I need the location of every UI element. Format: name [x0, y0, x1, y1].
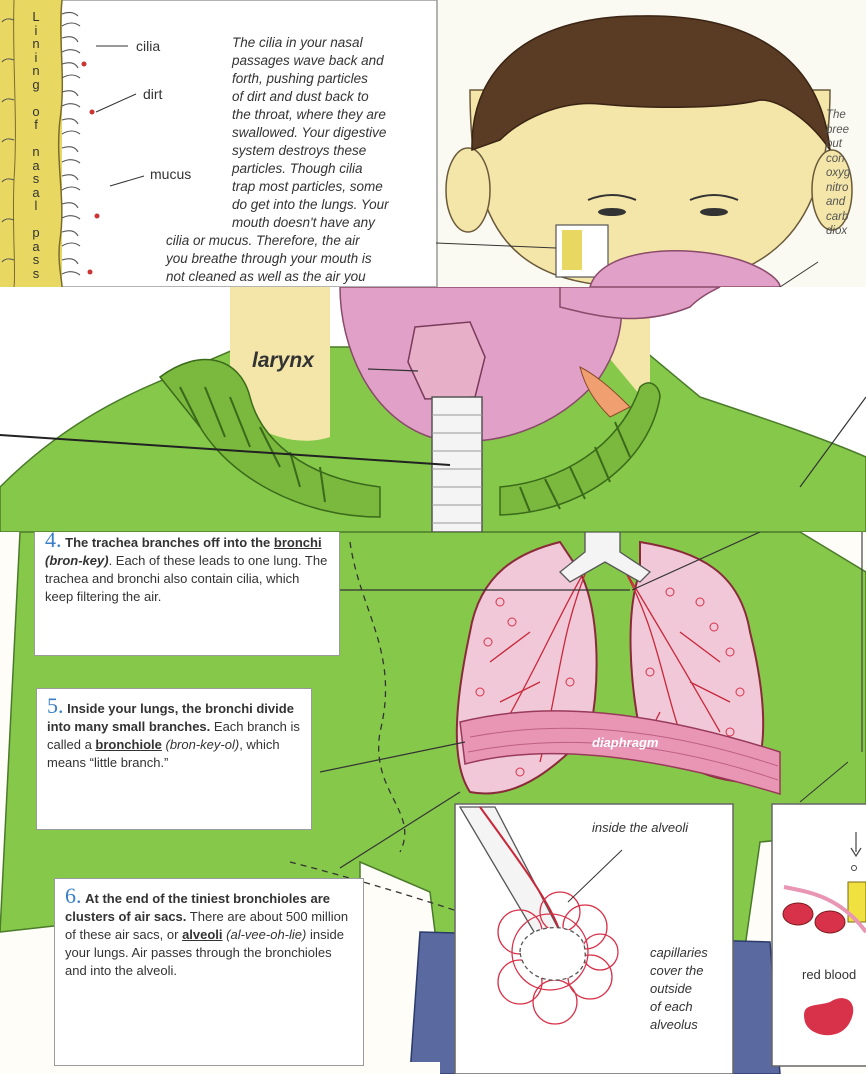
- para-line: The cilia in your nasal: [232, 34, 432, 52]
- para-line: cilia or mucus. Therefore, the air: [166, 232, 436, 250]
- partial-line: oxyg: [826, 166, 866, 181]
- step-6-pron: (al-vee-oh-lie): [226, 927, 306, 942]
- step-4-number: 4.: [45, 532, 62, 552]
- vertical-letter: s: [28, 172, 44, 186]
- diaphragm-label: diaphragm: [592, 735, 658, 750]
- step-4-pron: (bron-key): [45, 553, 109, 568]
- partial-line: bree: [826, 123, 866, 138]
- capillaries-line: of each: [650, 998, 708, 1016]
- partial-line: out: [826, 137, 866, 152]
- partial-line: carb: [826, 210, 866, 225]
- vertical-letter: f: [28, 118, 44, 132]
- para-line: trap most particles, some: [232, 178, 432, 196]
- step-5-pron: (bron-key-ol): [166, 737, 240, 752]
- partial-line: diox: [826, 224, 866, 239]
- para-line: you breathe through your mouth is: [166, 250, 436, 268]
- para-line: passages wave back and: [232, 52, 432, 70]
- vertical-letter: s: [28, 253, 44, 267]
- vertical-letter: l: [28, 199, 44, 213]
- vertical-letter: a: [28, 186, 44, 200]
- red-blood-label: red blood: [802, 967, 856, 982]
- partial-line: and: [826, 195, 866, 210]
- capillaries-line: cover the: [650, 962, 708, 980]
- para-line: swallowed. Your digestive: [232, 124, 432, 142]
- step-6-box: 6. At the end of the tiniest bronchioles…: [54, 878, 364, 1066]
- vertical-letter: n: [28, 37, 44, 51]
- cilia-paragraph-bottom: cilia or mucus. Therefore, the air you b…: [166, 232, 436, 286]
- vertical-letter: g: [28, 78, 44, 92]
- vertical-letter: o: [28, 105, 44, 119]
- vertical-letter: a: [28, 159, 44, 173]
- partial-line: The: [826, 108, 866, 123]
- step-4-lead: The trachea branches off into the: [65, 535, 274, 550]
- para-line: of dirt and dust back to: [232, 88, 432, 106]
- inside-alveoli-label: inside the alveoli: [592, 820, 688, 835]
- vertical-letter: i: [28, 24, 44, 38]
- vertical-letter: [28, 213, 44, 227]
- step-6-term: alveoli: [182, 927, 222, 942]
- para-line: mouth doesn't have any: [232, 214, 432, 232]
- mucus-label: mucus: [150, 166, 191, 182]
- capillaries-line: alveolus: [650, 1016, 708, 1034]
- para-line: system destroys these: [232, 142, 432, 160]
- vertical-letter: i: [28, 51, 44, 65]
- right-partial-caption: The bree out con oxyg nitro and carb dio…: [826, 108, 866, 239]
- vertical-letter: p: [28, 226, 44, 240]
- partial-line: con: [826, 152, 866, 167]
- vertical-letter: a: [28, 240, 44, 254]
- throat-panel: larynx: [0, 287, 866, 532]
- para-line: forth, pushing particles: [232, 70, 432, 88]
- step-6-number: 6.: [65, 883, 82, 908]
- left-eye: [598, 208, 626, 216]
- vertical-letter: s: [28, 267, 44, 281]
- throat-illustration: [0, 287, 866, 532]
- ear: [446, 148, 490, 232]
- vertical-letter: [28, 132, 44, 146]
- para-line: do get into the lungs. Your: [232, 196, 432, 214]
- para-line: particles. Though cilia: [232, 160, 432, 178]
- vertical-letter: L: [28, 10, 44, 24]
- capillaries-label: capillaries cover the outside of each al…: [650, 944, 708, 1034]
- step-4-term: bronchi: [274, 535, 322, 550]
- cilia-label: cilia: [136, 38, 160, 54]
- lungs-panel: 4. The trachea branches off into the bro…: [0, 532, 866, 1074]
- step-4-box: 4. The trachea branches off into the bro…: [34, 532, 340, 656]
- step-5-term: bronchiole: [95, 737, 161, 752]
- step-5-number: 5.: [47, 693, 64, 718]
- dirt-particle: [82, 62, 87, 67]
- para-line: the throat, where they are: [232, 106, 432, 124]
- partial-line: nitro: [826, 181, 866, 196]
- capillaries-line: outside: [650, 980, 708, 998]
- para-line: not cleaned as well as the air you: [166, 268, 436, 286]
- right-eye: [700, 208, 728, 216]
- cilia-paragraph-top: The cilia in your nasal passages wave ba…: [232, 34, 432, 232]
- step-5-box: 5. Inside your lungs, the bronchi divide…: [36, 688, 312, 830]
- capillaries-line: capillaries: [650, 944, 708, 962]
- larynx-shape: [408, 322, 485, 399]
- dirt-label: dirt: [143, 86, 162, 102]
- vertical-letter: n: [28, 145, 44, 159]
- vertical-letter: n: [28, 64, 44, 78]
- vertical-letter: [28, 91, 44, 105]
- larynx-label: larynx: [252, 349, 314, 373]
